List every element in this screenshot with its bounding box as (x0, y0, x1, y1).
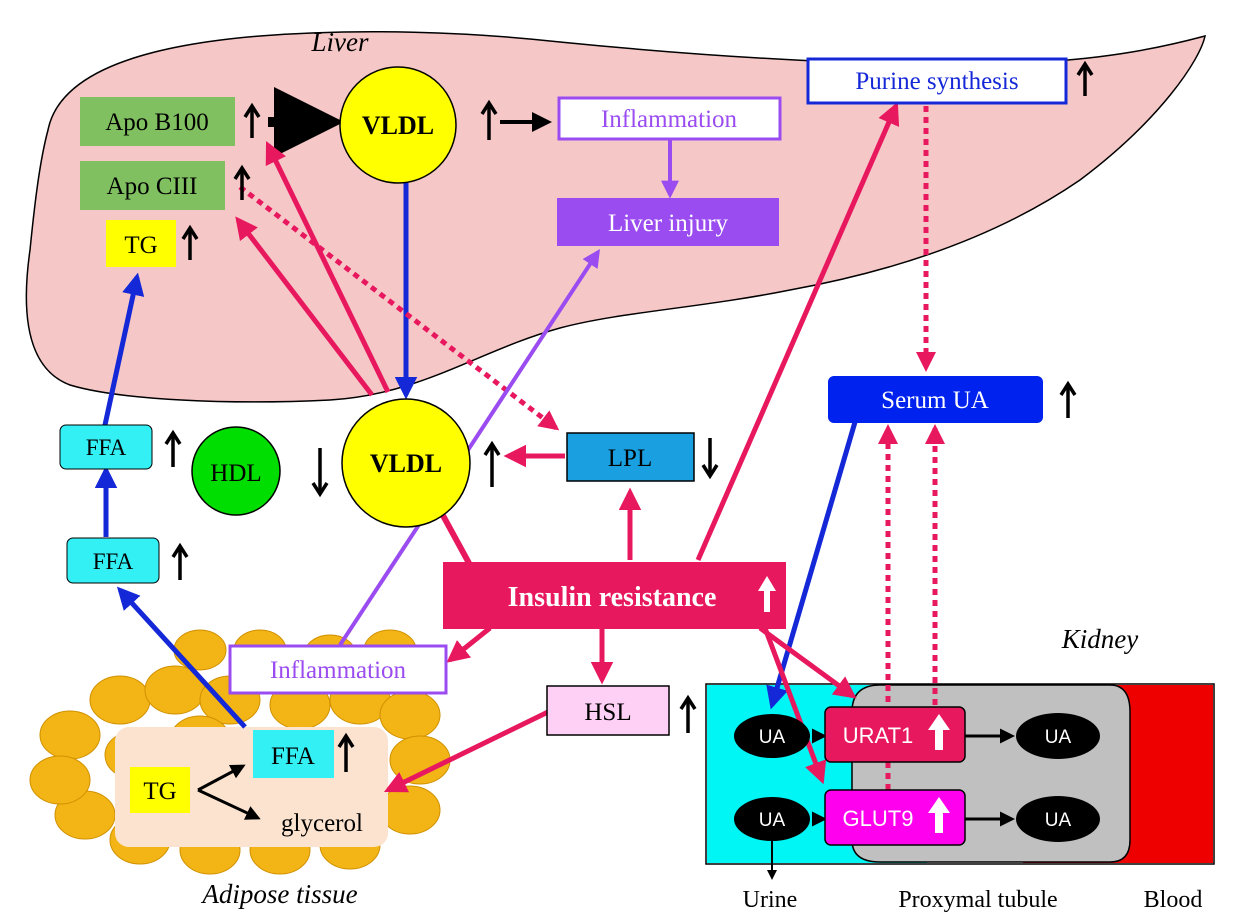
serum-ua-node: Serum UA (828, 376, 1043, 423)
apo-ciii-node: Apo CIII (80, 161, 225, 210)
vldl-liver-node: VLDL (339, 66, 457, 184)
liver-injury-label: Liver injury (608, 210, 729, 237)
liver-label: Liver (311, 27, 369, 57)
down-arrow-icon (311, 438, 719, 498)
lpl-label: LPL (608, 445, 652, 472)
ffa-upper-node: FFA (59, 424, 153, 470)
glycerol-label: glycerol (281, 810, 363, 837)
ua-blood-bottom: UA (1016, 796, 1100, 842)
ffa-adipose-label: FFA (271, 743, 315, 770)
vldl-blood-node: VLDL (341, 398, 471, 528)
lpl-node: LPL (566, 432, 695, 482)
arrow-apociii-to-lpl (238, 185, 560, 431)
blood-label: Blood (1144, 887, 1203, 913)
arrow-insulin-to-inflammation (446, 626, 492, 663)
inflammation-adipose-node: Inflammation (228, 644, 448, 695)
ffa-adipose-node: FFA (253, 730, 334, 778)
arrow-vldl-to-apociii (235, 216, 374, 397)
urine-label: Urine (743, 887, 798, 913)
ua-urine-top: UA (734, 714, 810, 758)
tg-liver-node: TG (106, 220, 176, 267)
insulin-resistance-label: Insulin resistance (508, 582, 717, 613)
line-insulin-to-vldl (437, 508, 473, 567)
hsl-node: HSL (546, 685, 670, 736)
tg-adipose-label: TG (143, 778, 176, 805)
kidney-label: Kidney (1061, 624, 1138, 654)
purine-synthesis-label: Purine synthesis (855, 68, 1018, 95)
hdl-label: HDL (210, 460, 261, 487)
ffa-lower-node: FFA (66, 537, 160, 584)
apo-b100-label: Apo B100 (105, 109, 208, 136)
ua-urine-bottom: UA (734, 797, 810, 841)
purine-synthesis-node: Purine synthesis (806, 57, 1068, 105)
ffa-lower-label: FFA (93, 549, 134, 574)
arrow-vldl-to-apob (265, 140, 391, 394)
apo-ciii-label: Apo CIII (107, 173, 198, 200)
arrow-tg-to-glycerol (197, 788, 261, 820)
arrow-insulin-to-glut9 (762, 627, 827, 785)
arrow-adipose-ffa-to-ffa (116, 586, 247, 729)
arrow-insulin-to-urat1 (758, 625, 857, 699)
urat1-node: URAT1 (824, 706, 966, 763)
arrow-ffa-to-tg (102, 272, 145, 426)
liver-injury-node: Liver injury (557, 198, 779, 246)
vldl-blood-label: VLDL (370, 449, 442, 478)
ua-urine-top-label: UA (759, 727, 786, 748)
apo-b100-node: Apo B100 (80, 97, 235, 146)
ua-blood-top-label: UA (1045, 727, 1072, 748)
arrow-hsl-to-glycerol (383, 709, 550, 793)
inflammation-liver-node: Inflammation (557, 96, 782, 141)
vldl-liver-label: VLDL (362, 111, 434, 140)
inflammation-liver-label: Inflammation (601, 106, 738, 133)
hsl-label: HSL (584, 699, 631, 726)
proximal-tubule-label: Proxymal tubule (898, 887, 1057, 913)
serum-ua-label: Serum UA (881, 387, 989, 414)
ua-blood-bottom-label: UA (1045, 810, 1072, 831)
ua-urine-bottom-label: UA (759, 810, 786, 831)
white-up-arrow-icon (758, 576, 950, 833)
adipose-label: Adipose tissue (200, 879, 357, 909)
arrow-tg-to-ffa (197, 764, 246, 792)
glut9-label: GLUT9 (843, 806, 914, 831)
glut9-node: GLUT9 (824, 789, 966, 846)
arrow-serum-ua-to-urine (766, 421, 858, 710)
ua-blood-top: UA (1016, 713, 1100, 759)
tg-liver-label: TG (124, 232, 157, 259)
ffa-upper-label: FFA (86, 435, 127, 460)
arrow-insulin-to-purine (695, 101, 900, 561)
tg-adipose-node: TG (130, 767, 190, 813)
urat1-label: URAT1 (843, 723, 914, 748)
inflammation-adipose-label: Inflammation (270, 657, 407, 684)
up-arrow-icon (164, 60, 1094, 772)
hdl-node: HDL (191, 426, 281, 516)
insulin-resistance-node: Insulin resistance (443, 562, 786, 629)
